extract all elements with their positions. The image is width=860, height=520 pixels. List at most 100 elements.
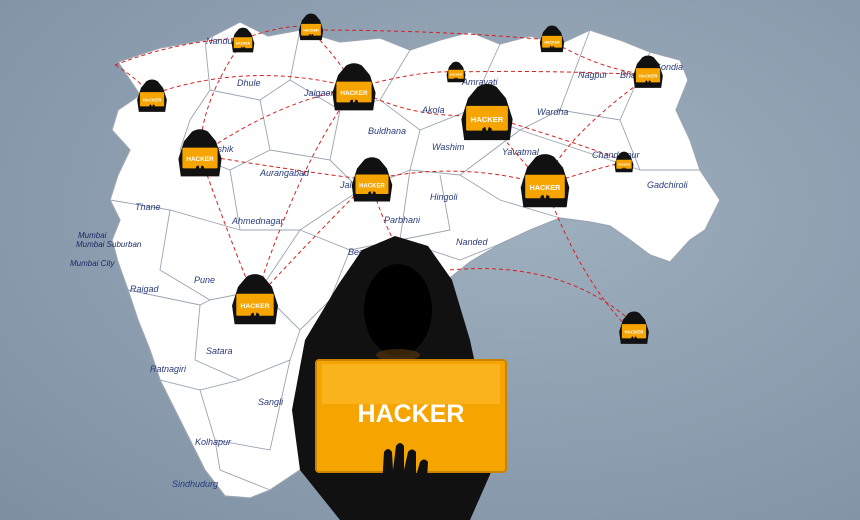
district-label-aurangabad: Aurangabad	[259, 168, 310, 178]
small-hacker-figure: HACKER	[231, 27, 255, 53]
route-line	[309, 29, 551, 41]
small-hacker-figure: HACKER	[461, 84, 513, 141]
district-label-ahmednagar: Ahmednagar	[231, 216, 285, 226]
laptop-screen	[355, 174, 389, 194]
laptop-label: HACKER	[618, 163, 630, 167]
route-line	[114, 37, 246, 66]
small-hacker-figure: HACKER	[178, 129, 222, 177]
district-label-amravati: Amravati	[461, 77, 499, 87]
small-hacker-figure: HACKER	[137, 79, 167, 112]
laptop-label: HACKER	[639, 73, 659, 78]
district-label-gadchiroli: Gadchiroli	[647, 180, 689, 190]
district-label-kolhapur: Kolhapur	[195, 437, 232, 447]
route-line	[449, 268, 631, 321]
district-label-raigad: Raigad	[130, 284, 160, 294]
route-line	[354, 71, 456, 89]
big-hacker-figure: HACKER	[292, 236, 507, 520]
laptop-label: HACKER	[359, 183, 385, 189]
laptop-screen	[336, 81, 372, 103]
hand-icon	[196, 165, 204, 175]
laptop-screen	[236, 293, 274, 316]
district-label-buldhana: Buldhana	[368, 126, 406, 136]
district-label-yavatmal: Yavatmal	[502, 147, 540, 157]
laptop-screen	[525, 174, 565, 199]
laptop-screen	[139, 92, 165, 107]
laptop-screen	[182, 147, 218, 169]
hand-icon	[622, 167, 626, 172]
hand-icon	[631, 336, 637, 343]
district-label-washim: Washim	[432, 142, 465, 152]
laptop-label: HACKER	[450, 73, 462, 77]
hand-icon	[482, 126, 492, 139]
small-hacker-figure: HACKER	[232, 274, 278, 325]
district-label-pune: Pune	[194, 275, 215, 285]
hand-icon	[149, 104, 155, 111]
small-hacker-figure: HACKER	[298, 13, 324, 41]
laptop-label: HACKER	[544, 41, 560, 45]
hand-icon	[368, 191, 376, 200]
hand-icon	[382, 443, 428, 500]
small-hacker-figure: HACKER	[332, 63, 376, 111]
district-label-nanded: Nanded	[456, 237, 489, 247]
laptop-label: HACKER	[340, 90, 368, 97]
small-hacker-figure: HACKER	[351, 157, 393, 202]
district-label-sangli: Sangli	[258, 397, 284, 407]
laptop-screen	[616, 159, 632, 169]
hood-chin-glow	[376, 349, 420, 361]
district-label-gondia: Gondia	[654, 62, 683, 72]
district-label-nandurbar: Nandurbar	[206, 36, 250, 46]
district-label-mumbai-city: Mumbai City	[70, 259, 115, 268]
district-label-wardha: Wardha	[537, 107, 568, 117]
hand-icon	[350, 99, 358, 109]
laptop-label: HACKER	[471, 115, 504, 124]
laptop-screen-highlight	[322, 364, 500, 404]
district-label-beed: Beed	[348, 247, 370, 257]
hand-icon	[308, 33, 314, 40]
district-label-jalna: Jalna	[339, 180, 362, 190]
district-label-mumbai-suburban: Mumbai	[78, 231, 107, 240]
hand-icon	[250, 312, 260, 323]
district-label-ratnagiri: Ratnagiri	[150, 364, 187, 374]
route-line	[149, 75, 356, 96]
laptop-screen	[301, 23, 321, 36]
small-hacker-figure: HACKER	[619, 311, 649, 344]
hand-icon	[549, 45, 555, 52]
laptop-label: HACKER	[530, 183, 562, 192]
small-hacker-figure: HACKER	[520, 154, 570, 208]
hand-icon	[454, 77, 458, 82]
district-label-sindhudurg: Sindhudurg	[172, 479, 218, 489]
laptop-label: HACKER	[186, 156, 214, 163]
district-label-akola: Akola	[421, 105, 445, 115]
laptop-screen	[542, 35, 562, 48]
district-label-nagpur: Nagpur	[578, 70, 609, 80]
district-label-dhule: Dhule	[237, 78, 261, 88]
laptop-label: HACKER	[303, 29, 319, 33]
hood-face-shadow	[364, 264, 432, 356]
district-label-thane: Thane	[135, 202, 161, 212]
district-label-chandrapur: Chandrapur	[592, 150, 641, 160]
hand-icon	[645, 80, 651, 87]
district-label-parbhani: Parbhani	[384, 215, 421, 225]
hand-icon	[240, 46, 246, 52]
laptop-label: HACKER	[358, 400, 465, 428]
laptop-label: HACKER	[625, 329, 645, 334]
laptop-label: HACKER	[240, 303, 269, 310]
laptop-screen	[621, 324, 647, 339]
laptop-screen	[466, 105, 508, 131]
laptop-screen	[635, 68, 661, 83]
laptop-label: HACKER	[143, 97, 163, 102]
district-label-mumbai-suburban-line2: Mumbai Suburban	[76, 240, 142, 249]
district-label-nashik: Nashik	[206, 144, 234, 154]
laptop-screen	[448, 69, 464, 79]
district-label-hingoli: Hingoli	[430, 192, 459, 202]
small-hacker-figure: HACKER	[614, 151, 634, 173]
laptop-screen	[233, 37, 253, 49]
route-line	[199, 87, 356, 156]
small-hacker-figure: HACKER	[633, 55, 663, 88]
small-hacker-figure: HACKER	[539, 25, 565, 53]
district-label-satara: Satara	[206, 346, 233, 356]
district-label-jalgaon: Jalgaon	[303, 88, 336, 98]
laptop-label: HACKER	[236, 41, 251, 45]
